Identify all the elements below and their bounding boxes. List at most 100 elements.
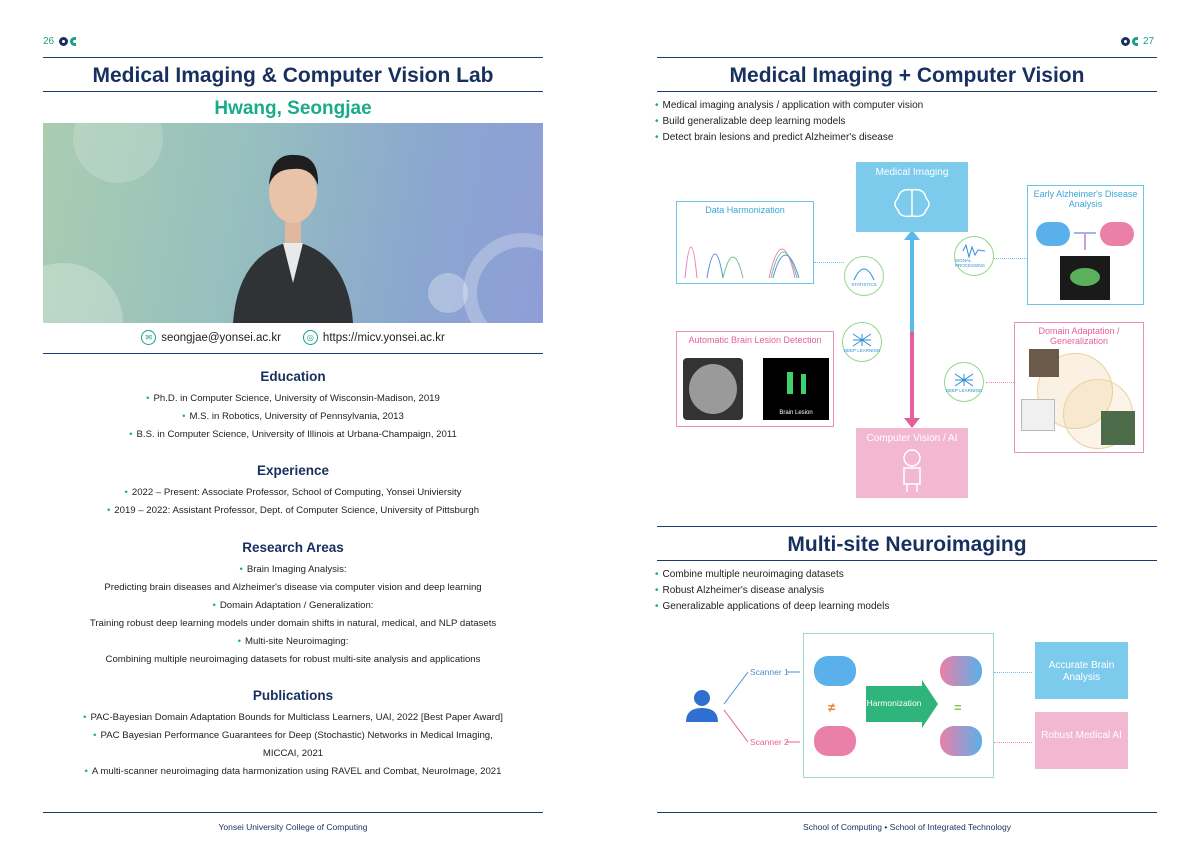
publications-section: Publications •PAC-Bayesian Domain Adapta… bbox=[43, 688, 543, 781]
page-number-right: 27 bbox=[1121, 36, 1154, 47]
email-item[interactable]: ✉ seongjae@yonsei.ac.kr bbox=[141, 330, 281, 345]
brain-harmonized-icon bbox=[940, 726, 982, 756]
mail-icon: ✉ bbox=[141, 330, 157, 345]
arrow-right-head-icon bbox=[922, 680, 938, 728]
neural-net-icon bbox=[852, 333, 872, 346]
right-page: 27 bbox=[600, 0, 1200, 848]
early-alzheimer-box: Early Alzheimer's Disease Analysis bbox=[1027, 185, 1144, 305]
person-name: Hwang, Seongjae bbox=[214, 98, 372, 119]
mri-scan-image bbox=[1060, 256, 1110, 300]
page-number-left: 26 bbox=[43, 36, 77, 47]
research-section: Research Areas •Brain Imaging Analysis: … bbox=[43, 540, 543, 669]
lesion-detection-box: Automatic Brain Lesion Detection Brain L… bbox=[676, 331, 834, 427]
arrow-down-head-icon bbox=[904, 418, 920, 428]
arrow-down-shaft bbox=[910, 332, 914, 418]
research-heading: Research Areas bbox=[242, 540, 344, 555]
person-icon bbox=[686, 690, 718, 722]
brain-pink-icon bbox=[814, 726, 856, 756]
research-item-desc: Combining multiple neuroimaging datasets… bbox=[105, 654, 481, 665]
scanner1-label: Scanner 1 bbox=[750, 667, 789, 677]
bullet-item: •Detect brain lesions and predict Alzhei… bbox=[655, 132, 894, 143]
bullet-item: •Build generalizable deep learning model… bbox=[655, 116, 846, 127]
lab-logo-icon bbox=[59, 37, 77, 46]
data-harmonization-box: Data Harmonization bbox=[676, 201, 814, 284]
footer-rule-right bbox=[657, 812, 1157, 813]
brain-icon bbox=[894, 188, 930, 218]
waveform-icon bbox=[962, 244, 986, 258]
email-text: seongjae@yonsei.ac.kr bbox=[161, 331, 281, 344]
page-number-text: 26 bbox=[43, 36, 55, 47]
education-item: •B.S. in Computer Science, University of… bbox=[129, 429, 457, 440]
bullet-item: •Combine multiple neuroimaging datasets bbox=[655, 569, 844, 580]
domain-image-photo bbox=[1101, 411, 1135, 445]
experience-item: •2019 – 2022: Assistant Professor, Dept.… bbox=[106, 505, 480, 516]
website-text: https://micv.yonsei.ac.kr bbox=[322, 331, 445, 344]
statistics-circle: STATISTICS bbox=[844, 256, 884, 296]
experience-item: •2022 – Present: Associate Professor, Sc… bbox=[124, 487, 462, 498]
profile-photo bbox=[43, 123, 543, 323]
robust-ai-label: Robust Medical AI bbox=[1041, 730, 1122, 741]
education-item: •Ph.D. in Computer Science, University o… bbox=[146, 393, 440, 404]
bullet-item: •Robust Alzheimer's disease analysis bbox=[655, 585, 824, 596]
accurate-analysis-label: Accurate Brain Analysis bbox=[1048, 660, 1115, 683]
publication-item-cont: MICCAI, 2021 bbox=[262, 748, 324, 759]
top-rule bbox=[43, 57, 543, 58]
domain-adaptation-label: Domain Adaptation / Generalization bbox=[1038, 326, 1120, 346]
computer-vision-label: Computer Vision / AI bbox=[866, 433, 958, 444]
education-item: •M.S. in Robotics, University of Pennsyl… bbox=[182, 411, 404, 422]
medical-imaging-label: Medical Imaging bbox=[875, 167, 949, 178]
footer-left: Yonsei University College of Computing bbox=[218, 822, 368, 832]
experience-section: Experience •2022 – Present: Associate Pr… bbox=[43, 463, 543, 520]
bullet-item: •Generalizable applications of deep lear… bbox=[655, 601, 890, 612]
section1-title: Medical Imaging + Computer Vision bbox=[729, 64, 1085, 87]
education-heading: Education bbox=[260, 369, 326, 384]
signal-processing-circle: SIGNAL PROCESSING bbox=[954, 236, 994, 276]
brain-lesion-caption: Brain Lesion bbox=[779, 410, 813, 416]
top-rule-right bbox=[657, 57, 1157, 58]
section2-rule bbox=[657, 560, 1157, 561]
brain-lesion-image: Brain Lesion bbox=[763, 358, 829, 420]
contact-rule bbox=[43, 353, 543, 354]
scanner2-label: Scanner 2 bbox=[750, 737, 789, 747]
brain-blue-icon bbox=[1036, 222, 1070, 246]
left-page: 26 Medical Imaging & Computer Vision Lab… bbox=[43, 36, 543, 832]
person-silhouette-icon bbox=[233, 154, 353, 323]
lab-title: Medical Imaging & Computer Vision Lab bbox=[92, 64, 494, 87]
deep-learning-circle-right: DEEP LEARNING bbox=[944, 362, 984, 402]
section2-top-rule bbox=[657, 526, 1157, 527]
lesion-detection-label: Automatic Brain Lesion Detection bbox=[688, 335, 822, 345]
research-item-title: •Brain Imaging Analysis: bbox=[239, 564, 347, 575]
harmonization-panel: ≠ Harmonization = bbox=[803, 633, 994, 778]
experience-heading: Experience bbox=[256, 463, 330, 478]
brain-blue-icon bbox=[814, 656, 856, 686]
website-item[interactable]: ◎ https://micv.yonsei.ac.kr bbox=[302, 330, 445, 345]
title-rule bbox=[43, 91, 543, 92]
robust-ai-box: Robust Medical AI bbox=[1035, 712, 1128, 769]
data-harmonization-label: Data Harmonization bbox=[705, 205, 785, 215]
early-alzheimer-label: Early Alzheimer's Disease Analysis bbox=[1033, 189, 1138, 209]
bullet-item: •Medical imaging analysis / application … bbox=[655, 100, 924, 111]
research-item-title: •Domain Adaptation / Generalization: bbox=[212, 600, 374, 611]
domain-image-sketch bbox=[1021, 399, 1055, 431]
footer-right: School of Computing • School of Integrat… bbox=[803, 822, 1011, 832]
robot-icon bbox=[903, 449, 921, 492]
brain-mri-image bbox=[683, 358, 743, 420]
publication-item: •PAC Bayesian Performance Guarantees for… bbox=[93, 730, 493, 741]
equal-icon: = bbox=[954, 700, 962, 715]
publication-item: •PAC-Bayesian Domain Adaptation Bounds f… bbox=[83, 712, 503, 723]
section1-rule bbox=[657, 91, 1157, 92]
harmonization-arrow: Harmonization bbox=[866, 686, 922, 722]
computer-vision-box: Computer Vision / AI bbox=[856, 428, 968, 498]
arrow-up-head-icon bbox=[904, 230, 920, 240]
education-section: Education •Ph.D. in Computer Science, Un… bbox=[43, 369, 543, 444]
not-equal-icon: ≠ bbox=[828, 700, 836, 715]
medical-imaging-box: Medical Imaging bbox=[856, 162, 968, 232]
page-number-text: 27 bbox=[1143, 36, 1155, 47]
section2-bullets: •Combine multiple neuroimaging datasets … bbox=[655, 567, 889, 615]
section1-bullets: •Medical imaging analysis / application … bbox=[655, 98, 923, 146]
research-item-desc: Training robust deep learning models und… bbox=[89, 618, 497, 629]
deep-learning-circle-left: DEEP LEARNING bbox=[842, 322, 882, 362]
publication-item: •A multi-scanner neuroimaging data harmo… bbox=[84, 766, 502, 777]
harmonization-label: Harmonization bbox=[866, 698, 922, 708]
domain-image-natural bbox=[1029, 349, 1059, 377]
